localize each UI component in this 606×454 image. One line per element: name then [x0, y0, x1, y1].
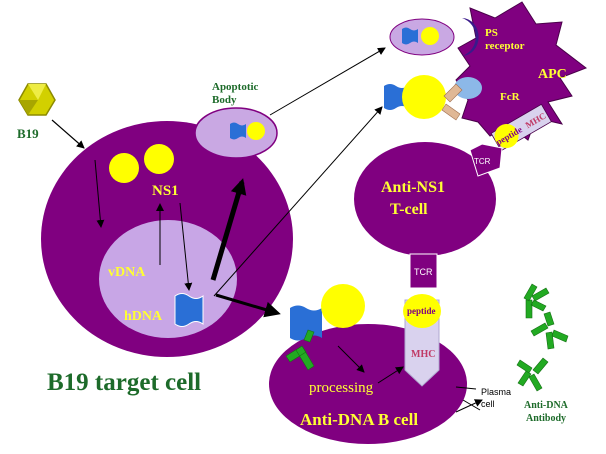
arrow-to-apoptotic-body: [210, 178, 247, 281]
bcr-antibody-icon: [285, 329, 315, 371]
fcr-icon: [454, 77, 482, 99]
apoptotic-body: Apoptotic Body: [194, 81, 278, 159]
anti-dna-antibody-label: Anti-DNA Antibody: [524, 400, 570, 424]
processing-label: processing: [309, 380, 374, 396]
hdna-icon: [174, 293, 204, 327]
ns1-label: NS1: [152, 183, 179, 199]
ns1-protein-icon: [421, 27, 439, 45]
antibody-fc-icon: [441, 83, 463, 121]
hdna-label: hDNA: [124, 309, 163, 324]
fcr-label: FcR: [500, 91, 521, 103]
apc-label: APC: [538, 67, 567, 82]
b-cell-mhc-label: MHC: [411, 349, 435, 360]
ps-receptor-label: PS receptor: [485, 27, 525, 52]
vdna-label: vDNA: [108, 265, 146, 280]
t-cell-tcr-bottom-label: TCR: [414, 267, 433, 277]
antibody-icon: [516, 357, 549, 392]
anti-dna-antibody-label-line2: Antibody: [526, 413, 566, 424]
ns1-protein-icon: [402, 75, 446, 119]
antibody-icon: [523, 283, 550, 319]
arrow-ns1-to-hdna: [179, 202, 193, 291]
b19-virus: B19: [17, 83, 56, 141]
t-cell-body: [354, 142, 496, 256]
anti-ns1-t-cell: TCR Anti-NS1 T-cell TCR: [354, 142, 503, 289]
apc-peptide-icon: [494, 124, 519, 148]
b19-virus-label: B19: [17, 126, 39, 141]
ps-receptor-label-line2: receptor: [485, 40, 525, 52]
ps-receptor-icon: [462, 18, 479, 56]
apc-peptide-mhc: peptide MHC: [490, 103, 552, 152]
t-cell-label: Anti-NS1 T-cell: [381, 179, 449, 218]
ps-receptor-label-line1: PS: [485, 27, 498, 39]
anti-dna-antibody-label-line1: Anti-DNA: [524, 400, 569, 411]
ns1-protein-icon: [321, 284, 365, 328]
arrow-hdna-to-bcell: [215, 293, 281, 318]
plasma-cell-label: Plasma cell: [481, 387, 514, 409]
immune-complex: [384, 75, 463, 121]
plasma-cell-label-line2: cell: [481, 399, 495, 409]
phagocytosed-particle: [389, 18, 455, 56]
arrow-to-plasma-tail: [455, 386, 477, 390]
arrow-apoptotic-to-ps-receptor: [269, 47, 386, 116]
apoptotic-body-label-line2: Body: [212, 94, 237, 106]
arrow-processing: [337, 345, 365, 373]
arrow-hdna-to-apc: [213, 106, 383, 297]
apoptotic-body-label: Apoptotic Body: [212, 81, 261, 106]
b-cell-peptide-icon: [403, 294, 441, 328]
arrow-to-nucleus: [94, 159, 105, 228]
t-cell-label-line1: Anti-NS1: [381, 179, 445, 196]
t-cell-tcr-bottom-shape: [409, 253, 438, 289]
t-cell-tcr-top-label: TCR: [474, 157, 491, 166]
t-cell-label-line2: T-cell: [390, 201, 428, 218]
apoptotic-body-label-line1: Apoptotic: [212, 81, 259, 93]
anti-dna-b-cell: peptide MHC processing Anti-DNA B cell: [269, 284, 467, 444]
target-cell-title: B19 target cell: [47, 369, 201, 396]
t-cell-tcr-top-shape: [469, 143, 503, 177]
apc: APC PS receptor FcR peptide MHC: [454, 1, 588, 152]
antibody-icon: [530, 311, 569, 350]
plasma-cell-label-line1: Plasma: [481, 387, 511, 397]
anti-dna-antibodies: [516, 283, 569, 392]
ns1-protein-icon: [109, 153, 139, 183]
dna-icon: [230, 122, 246, 140]
ns1-protein-icon: [144, 144, 174, 174]
b-cell-peptide-label: peptide: [407, 306, 436, 316]
arrow-to-mhc: [377, 366, 404, 384]
b-cell-label: Anti-DNA B cell: [300, 410, 418, 429]
virus-entry-arrow: [51, 119, 85, 149]
arrow-to-plasma-cell: [455, 399, 483, 413]
dna-icon: [402, 27, 418, 45]
ns1-protein-icon: [247, 122, 265, 140]
dna-icon: [384, 84, 408, 110]
target-cell: NS1 vDNA hDNA B19 target cell: [41, 106, 383, 396]
